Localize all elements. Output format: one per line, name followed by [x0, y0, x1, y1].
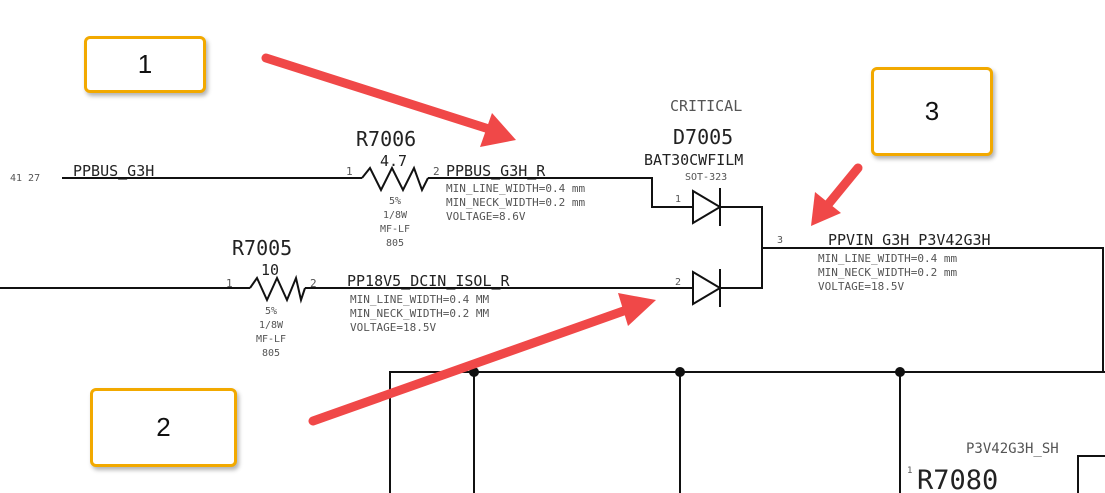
resistor-r7005-symbol	[249, 274, 306, 304]
r7005-power: 1/8W	[259, 320, 284, 331]
r7080-ref: R7080	[917, 465, 998, 493]
r7006-tolerance: 5%	[389, 196, 401, 207]
arrow-2	[308, 293, 656, 426]
spec-line: MIN_NECK_WIDTH=0.2 MM	[350, 307, 489, 320]
net-p3v42g3h-sh: P3V42G3H_SH	[966, 441, 1059, 457]
r7005-pin2: 2	[310, 277, 317, 290]
spec-line: VOLTAGE=18.5V	[350, 321, 436, 334]
r7005-ref: R7005	[232, 236, 292, 260]
d7005-pin2: 2	[675, 277, 681, 288]
arrow-3	[811, 163, 863, 226]
callout-2: 2	[90, 388, 237, 467]
net-ppbus-g3h: PPBUS_G3H	[73, 162, 154, 180]
r7006-power: 1/8W	[383, 210, 408, 221]
resistor-r7006-symbol	[361, 165, 429, 193]
d7005-ref: D7005	[673, 125, 733, 149]
net-pp18v5-dcin-isol-r: PP18V5_DCIN_ISOL_R	[347, 272, 511, 290]
r7006-package: 805	[386, 238, 404, 249]
d7005-critical: CRITICAL	[670, 97, 742, 115]
net-ppbus-g3h-r: PPBUS_G3H_R	[446, 162, 546, 180]
junction-dot	[895, 367, 905, 377]
d7005-part: BAT30CWFILM	[644, 151, 743, 169]
r7006-pin2: 2	[433, 165, 440, 178]
spec-line: MIN_LINE_WIDTH=0.4 MM	[350, 293, 489, 306]
diode-d7005-1-symbol	[692, 188, 722, 226]
d7005-pin1: 1	[675, 194, 681, 205]
r7005-type: MF-LF	[256, 334, 286, 345]
r7080-pin1: 1	[907, 466, 912, 476]
d7005-package: SOT-323	[685, 172, 727, 183]
r7006-value: 4.7	[380, 152, 407, 170]
spec-line: MIN_LINE_WIDTH=0.4 mm	[818, 252, 957, 265]
net-ppvin-g3h-p3v42g3h: PPVIN_G3H_P3V42G3H	[828, 231, 991, 249]
callout-1: 1	[84, 36, 206, 93]
r7005-package: 805	[262, 348, 280, 359]
spec-line: VOLTAGE=8.6V	[446, 210, 526, 223]
annotation-arrows	[261, 53, 863, 426]
callout-3-label: 3	[924, 96, 940, 126]
spec-line: MIN_LINE_WIDTH=0.4 mm	[446, 182, 585, 195]
d7005-pin3: 3	[777, 235, 783, 246]
callout-3: 3	[871, 67, 993, 156]
r7006-type: MF-LF	[380, 224, 410, 235]
r7006-pin1: 1	[346, 165, 353, 178]
r7005-pin1: 1	[226, 277, 233, 290]
spec-line: MIN_NECK_WIDTH=0.2 mm	[446, 196, 585, 209]
spec-line: MIN_NECK_WIDTH=0.2 mm	[818, 266, 957, 279]
arrow-1	[261, 53, 516, 147]
net-refs: 41 27	[10, 173, 40, 184]
wires	[0, 177, 1105, 493]
r7005-tolerance: 5%	[265, 306, 277, 317]
r7006-ref: R7006	[356, 127, 416, 151]
diode-d7005-2-symbol	[692, 269, 722, 307]
spec-line: VOLTAGE=18.5V	[818, 280, 904, 293]
r7005-value: 10	[261, 261, 279, 279]
callout-2-label: 2	[156, 412, 171, 442]
callout-1-label: 1	[137, 49, 153, 79]
junction-dot	[675, 367, 685, 377]
